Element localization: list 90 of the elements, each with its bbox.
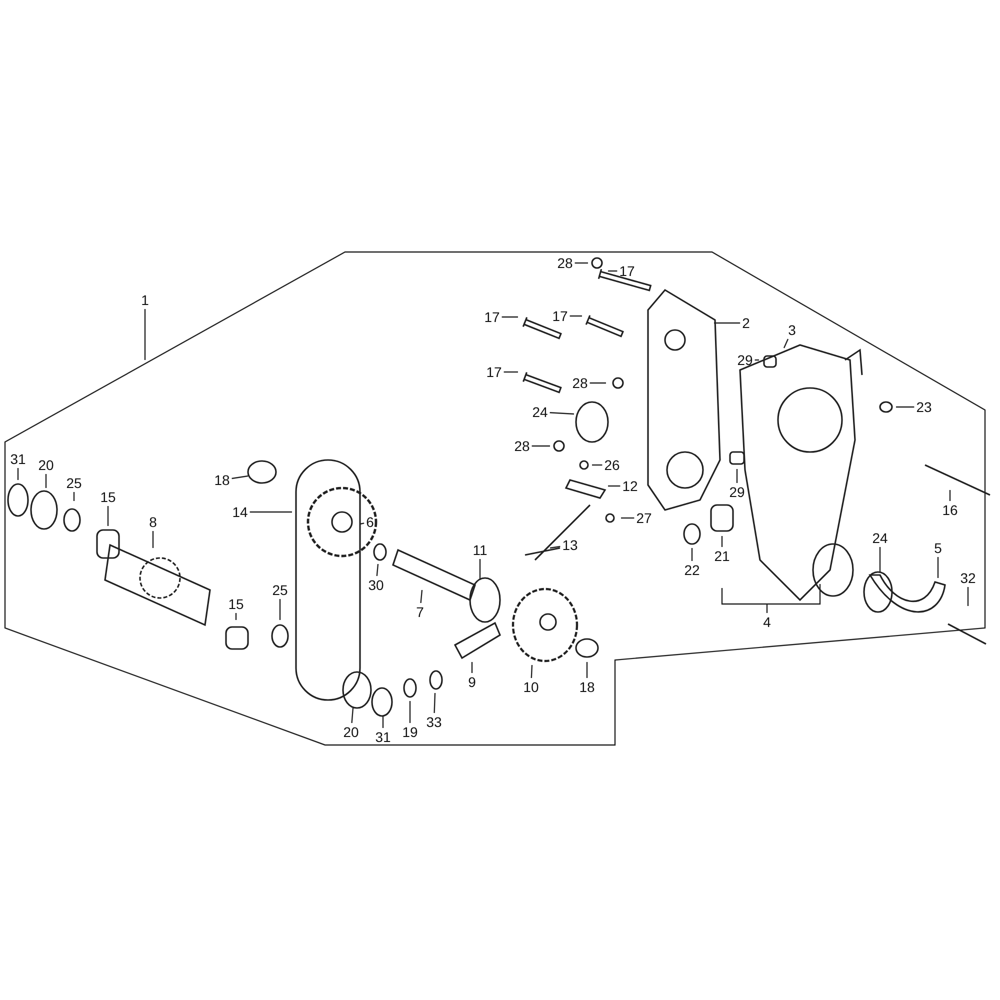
leader-line: [17, 468, 19, 480]
callout-number: 24: [531, 404, 549, 420]
callout-number: 31: [374, 729, 392, 745]
leader-line: [590, 382, 606, 384]
callout-number: 4: [762, 614, 772, 630]
callout-number: 15: [227, 596, 245, 612]
callout-number: 1: [140, 292, 150, 308]
leader-line: [621, 517, 634, 519]
callout-number: 21: [713, 548, 731, 564]
leader-line: [382, 716, 384, 728]
callout-number: 11: [472, 542, 488, 558]
leader-line: [73, 492, 75, 501]
callout-number: 12: [621, 478, 639, 494]
leader-line: [592, 464, 602, 466]
leader-line: [351, 708, 354, 724]
leader-line: [434, 692, 436, 714]
leader-line: [232, 475, 248, 480]
leader-line: [504, 371, 518, 373]
leader-line: [550, 546, 560, 549]
leader-line: [550, 412, 574, 415]
callout-number: 6: [365, 514, 375, 530]
callout-number: 10: [522, 679, 540, 695]
callout-number: 3: [787, 322, 797, 338]
callout-number: 25: [271, 582, 289, 598]
leader-line: [967, 587, 969, 606]
leader-line: [152, 531, 154, 548]
leader-line: [235, 613, 237, 620]
callout-number: 27: [635, 510, 653, 526]
callout-number: 16: [941, 502, 959, 518]
callout-number: 28: [571, 375, 589, 391]
leader-line: [479, 559, 481, 580]
leader-line: [107, 506, 109, 526]
callout-number: 22: [683, 562, 701, 578]
callout-number: 28: [513, 438, 531, 454]
leader-line: [420, 590, 423, 604]
leader-line: [502, 316, 518, 318]
callout-number: 26: [603, 457, 621, 473]
callout-number: 29: [736, 352, 754, 368]
callout-number: 20: [342, 724, 360, 740]
leader-line: [721, 536, 723, 547]
callout-number: 31: [9, 451, 27, 467]
callout-number: 19: [401, 724, 419, 740]
leader-line: [250, 511, 292, 513]
leader-line: [530, 664, 533, 678]
leader-line: [409, 701, 411, 723]
callout-number: 17: [485, 364, 503, 380]
callout-number: 30: [367, 577, 385, 593]
callout-number: 2: [741, 315, 751, 331]
leader-line: [608, 270, 618, 272]
leader-line: [376, 564, 379, 576]
leader-line: [949, 490, 951, 501]
leader-line: [279, 599, 281, 620]
leader-line: [896, 406, 914, 408]
callout-number: 25: [65, 475, 83, 491]
callout-number: 29: [728, 484, 746, 500]
leader-line: [471, 662, 473, 673]
leader-line: [144, 309, 146, 360]
leader-line: [45, 474, 47, 488]
leader-line: [691, 548, 693, 561]
callout-number: 28: [556, 255, 574, 271]
callout-number: 17: [551, 308, 569, 324]
leader-line: [879, 547, 881, 572]
leader-line: [937, 557, 939, 578]
callout-number: 15: [99, 489, 117, 505]
callout-number: 17: [618, 263, 636, 279]
leader-line: [570, 315, 582, 317]
callout-number: 5: [933, 540, 943, 556]
leader-line: [532, 445, 550, 447]
leader-line: [574, 262, 588, 264]
leader-line: [754, 359, 759, 361]
callout-number: 20: [37, 457, 55, 473]
callout-number: 9: [467, 674, 477, 690]
callout-number: 18: [213, 472, 231, 488]
callout-number: 8: [148, 514, 158, 530]
leader-line: [714, 322, 740, 324]
callout-number: 23: [915, 399, 933, 415]
leader-line: [721, 583, 821, 614]
leader-line: [360, 522, 364, 525]
callout-number: 33: [425, 714, 443, 730]
callout-number: 17: [483, 309, 501, 325]
leader-line: [586, 662, 588, 678]
callout-number: 14: [231, 504, 249, 520]
callout-number: 32: [959, 570, 977, 586]
leader-line: [608, 485, 620, 487]
leader-line: [736, 469, 738, 483]
callout-number: 18: [578, 679, 596, 695]
callout-number: 7: [415, 604, 425, 620]
leader-line: [783, 338, 789, 348]
callout-number: 13: [561, 537, 579, 553]
callout-number: 24: [871, 530, 889, 546]
